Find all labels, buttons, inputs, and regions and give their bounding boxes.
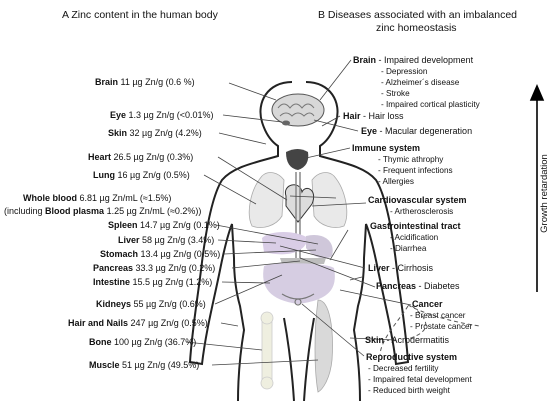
disease-repro-item: - Impaired fetal development xyxy=(368,375,472,384)
label-blood-plasma-content: (including Blood plasma 1.25 µg Zn/mL (≈… xyxy=(4,206,202,216)
cancer-dashed-lines xyxy=(379,304,481,357)
thymus-shape xyxy=(286,149,309,170)
muscle-shape xyxy=(314,299,333,393)
pancreas-shape xyxy=(280,258,326,264)
right-panel-title: B Diseases associated with an imbalanced xyxy=(318,9,518,21)
right-leader-lines xyxy=(279,59,412,357)
left-lung-shape xyxy=(248,172,285,228)
right-lung-shape xyxy=(311,172,348,228)
disease-gi-item: - Acidification xyxy=(390,233,439,242)
disease-cancer: Cancer xyxy=(412,299,443,309)
label-skin-content: Skin 32 µg Zn/g (4.2%) xyxy=(108,128,202,138)
label-intestine-content: Intestine 15.5 µg Zn/g (1.2%) xyxy=(93,277,213,287)
disease-repro-item: - Decreased fertility xyxy=(368,364,439,373)
label-heart-content: Heart 26.5 µg Zn/g (0.3%) xyxy=(88,152,194,162)
label-kidneys-content: Kidneys 55 µg Zn/g (0.6%) xyxy=(96,299,206,309)
label-spleen-content: Spleen 14.7 µg Zn/g (0.1%) xyxy=(108,220,220,230)
disease-cardio-item: - Artherosclerosis xyxy=(390,207,454,216)
label-muscle-content: Muscle 51 µg Zn/g (49.5%) xyxy=(89,360,200,370)
brain-shape xyxy=(271,93,325,127)
label-bone-content: Bone 100 µg Zn/g (36.7%) xyxy=(89,337,197,347)
left-panel-title: A Zinc content in the human body xyxy=(62,9,218,21)
disease-cardio: Cardiovascular system xyxy=(368,195,467,205)
disease-brain-item: - Depression xyxy=(381,67,428,76)
label-eye-content: Eye 1.3 µg Zn/g (<0.01%) xyxy=(110,110,214,120)
disease-cancer-item: - Breast cancer xyxy=(410,311,466,320)
left-leader-lines xyxy=(185,82,337,366)
disease-gi: Gastrointestinal tract xyxy=(370,221,461,231)
disease-immune-item: - Frequent infections xyxy=(378,166,453,175)
label-lung-content: Lung 16 µg Zn/g (0.5%) xyxy=(93,170,190,180)
disease-brain-item: - Stroke xyxy=(381,89,410,98)
bone-shape xyxy=(260,311,274,390)
disease-brain-item: - Alzheimer´s disease xyxy=(381,78,460,87)
disease-eye: Eye - Macular degeneration xyxy=(361,126,473,136)
label-liver-content: Liver 58 µg Zn/g (3.4%) xyxy=(118,235,215,245)
stomach-shape xyxy=(306,234,333,259)
disease-skin: Skin - Acrodermatitis xyxy=(365,335,450,345)
disease-brain: Brain - Impaired development xyxy=(353,55,474,65)
disease-brain-item: - Impaired cortical plasticity xyxy=(381,100,480,109)
disease-hair: Hair - Hair loss xyxy=(343,111,404,121)
reproductive-shape xyxy=(281,293,315,306)
disease-repro: Reproductive system xyxy=(366,352,458,362)
disease-repro-item: - Reduced birth weight xyxy=(368,386,450,395)
disease-immune-item: - Thymic athrophy xyxy=(378,155,444,164)
label-pancreas-content: Pancreas 33.3 µg Zn/g (0.2%) xyxy=(93,263,216,273)
growth-retardation-label: Growth retardation xyxy=(538,154,550,233)
disease-pancreas: Pancreas - Diabetes xyxy=(376,281,460,291)
disease-liver: Liver - Cirrhosis xyxy=(368,263,434,273)
disease-immune-item: - Allergies xyxy=(378,177,414,186)
disease-immune: Immune system xyxy=(352,143,421,153)
disease-cancer-item: - Prostate cancer xyxy=(410,322,473,331)
growth-arrow xyxy=(529,83,545,292)
intestine-shape xyxy=(263,263,335,304)
disease-gi-item: - Diarrhea xyxy=(390,244,427,253)
label-whole-blood-content: Whole blood 6.81 µg Zn/mL (≈1.5%) xyxy=(23,193,172,203)
label-hair-nails-content: Hair and Nails 247 µg Zn/g (0.5%) xyxy=(68,318,208,328)
label-brain-content: Brain 11 µg Zn/g (0.6 %) xyxy=(95,77,195,87)
eye-shape xyxy=(282,120,290,126)
right-panel-title-line2: zinc homeostasis xyxy=(376,22,457,34)
label-stomach-content: Stomach 13.4 µg Zn/g (0.5%) xyxy=(100,249,221,259)
liver-shape xyxy=(262,232,308,255)
